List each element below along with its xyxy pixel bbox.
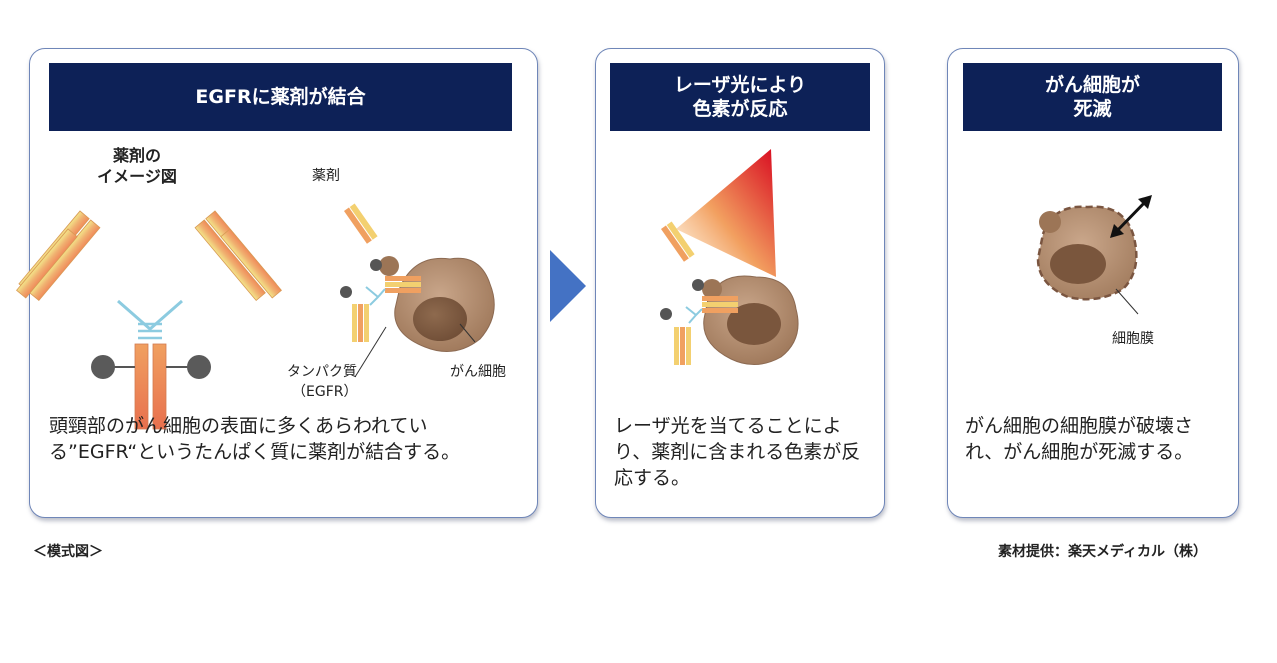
panel-description: レーザ光を当てることにより、薬剤に含まれる色素が反応する。 xyxy=(614,415,861,489)
cancer-cell-label: がん細胞 xyxy=(450,364,506,380)
antibody-cell-illustration xyxy=(340,203,495,378)
panel-description: がん細胞の細胞膜が破壊され、がん細胞が死滅する。 xyxy=(965,415,1194,463)
drug-label: 薬剤 xyxy=(312,168,340,184)
cell-membrane-label: 細胞膜 xyxy=(1112,331,1154,347)
next-step-arrow xyxy=(550,250,586,322)
material-credit: 素材提供：楽天メディカル（株） xyxy=(998,544,1208,560)
antibody-illustration xyxy=(16,210,282,430)
drug-image-label: 薬剤の イメージ図 xyxy=(97,146,177,186)
egfr-label: （EGFR） xyxy=(292,384,358,400)
destroyed-cell-illustration xyxy=(1036,195,1152,315)
protein-label: タンパク質 xyxy=(287,364,357,380)
panel-cell-death: がん細胞が 死滅 細胞膜 がん細胞の細胞膜が破壊され、がん細胞が死滅する。 xyxy=(947,48,1239,518)
panel-header: EGFRに薬剤が結合 xyxy=(49,63,512,131)
panel-laser-reaction: レーザ光により 色素が反応 xyxy=(595,48,885,518)
panel-header: レーザ光により 色素が反応 xyxy=(610,63,870,131)
panel-description: 頭頸部のがん細胞の表面に多くあらわれている”EGFR“というたんぱく質に薬剤が結… xyxy=(49,415,461,463)
laser-illustration xyxy=(660,149,799,365)
figure-type-note: ＜模式図＞ xyxy=(33,544,103,560)
panel-header: がん細胞が 死滅 xyxy=(963,63,1222,131)
panel-egfr-binding: EGFRに薬剤が結合 薬剤の イメージ図 xyxy=(16,48,538,518)
